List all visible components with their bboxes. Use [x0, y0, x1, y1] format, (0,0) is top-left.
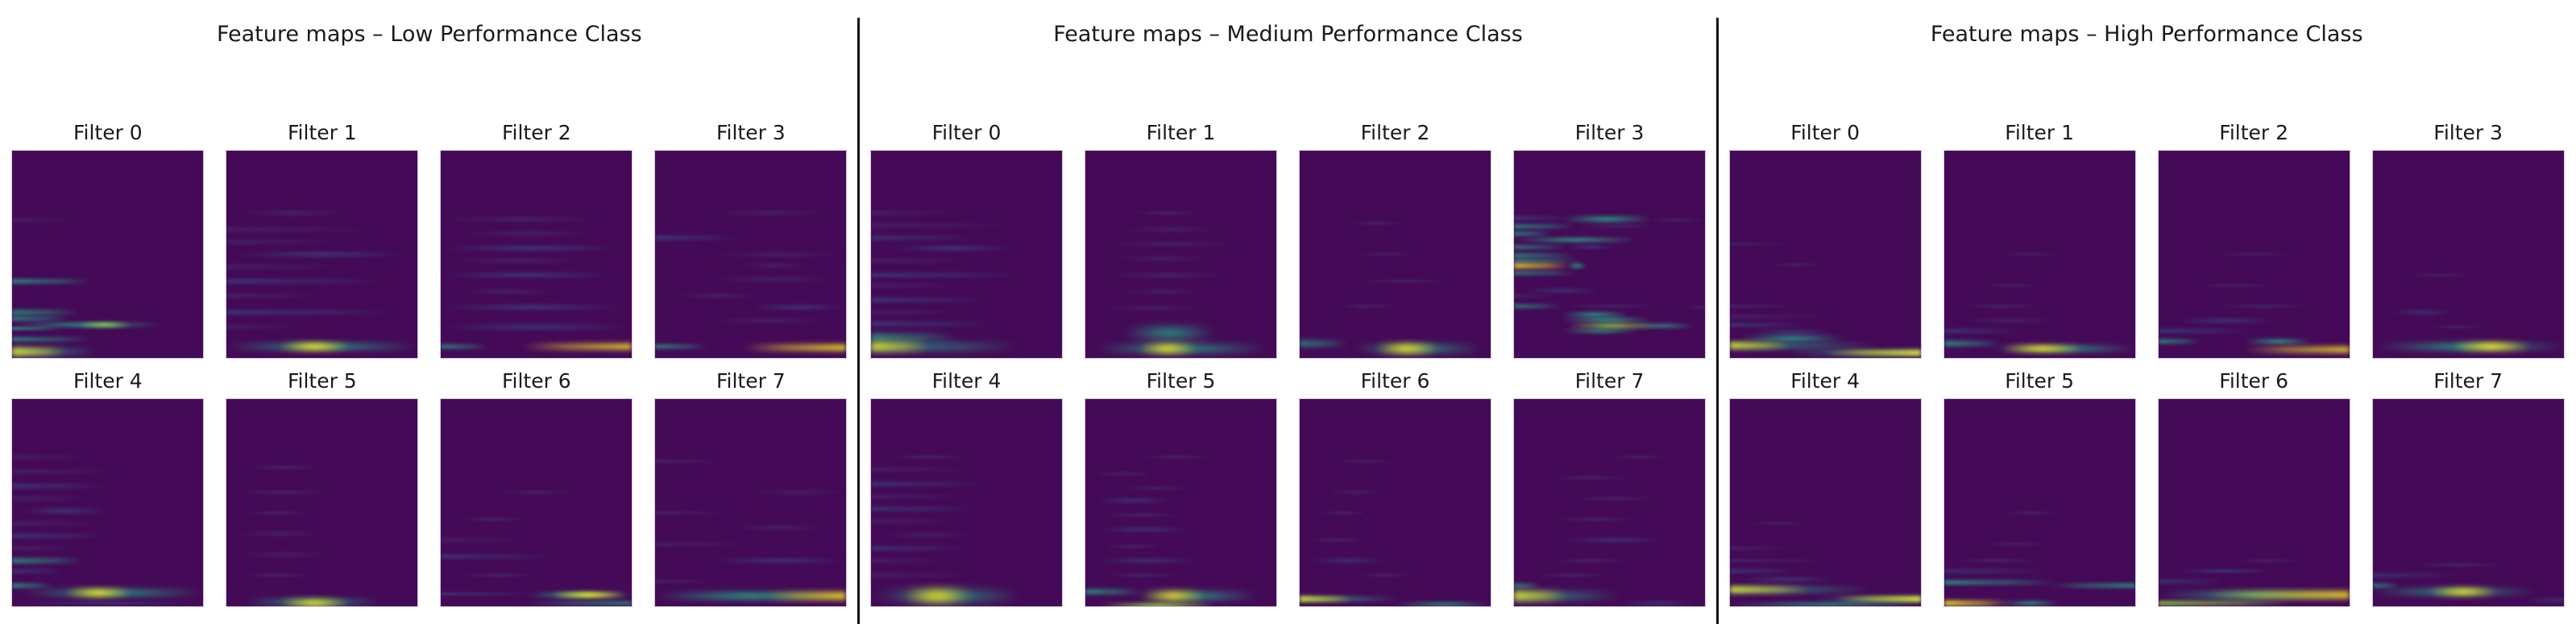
feature-map-canvas: [654, 398, 848, 607]
filter-label: Filter 2: [2219, 121, 2289, 144]
feature-map-cell: Filter 2: [440, 121, 633, 359]
feature-map-canvas: [2157, 398, 2350, 607]
feature-map-cell: Filter 2: [1299, 121, 1491, 359]
feature-map-cell: Filter 3: [654, 121, 848, 359]
filter-label: Filter 4: [931, 369, 1002, 393]
feature-map-cell: Filter 0: [11, 121, 205, 359]
filter-label: Filter 5: [287, 369, 357, 393]
feature-map-cell: Filter 4: [11, 369, 205, 607]
panel-title-low: Feature maps – Low Performance Class: [216, 22, 642, 47]
filter-grid: Filter 0 Filter 1 Filter 2 Filter 3 Filter 4…: [0, 121, 859, 607]
panel-title-medium: Feature maps – Medium Performance Class: [1053, 22, 1523, 47]
feature-map-canvas: [1513, 398, 1706, 607]
filter-label: Filter 5: [2005, 369, 2075, 393]
filter-label: Filter 2: [501, 121, 571, 144]
feature-map-canvas: [2371, 150, 2565, 359]
filter-label: Filter 3: [2433, 121, 2503, 144]
filter-label: Filter 6: [501, 369, 571, 393]
filter-label: Filter 4: [1790, 369, 1860, 393]
feature-map-cell: Filter 7: [654, 369, 848, 607]
feature-map-cell: Filter 6: [2157, 369, 2350, 607]
feature-map-canvas: [1085, 398, 1277, 607]
feature-map-canvas: [11, 150, 205, 359]
feature-map-canvas: [1299, 150, 1491, 359]
feature-map-cell: Filter 1: [226, 121, 419, 359]
feature-map-cell: Filter 7: [2371, 369, 2565, 607]
panel-separator: [857, 18, 860, 624]
filter-label: Filter 2: [1360, 121, 1430, 144]
feature-map-cell: Filter 5: [226, 369, 419, 607]
feature-map-cell: Filter 0: [870, 121, 1063, 359]
feature-map-canvas: [440, 150, 633, 359]
feature-map-canvas: [226, 398, 419, 607]
panel-title-high: Feature maps – High Performance Class: [1930, 22, 2363, 47]
filter-label: Filter 4: [73, 369, 143, 393]
panel-medium-performance: Feature maps – Medium Performance Class …: [859, 0, 1718, 624]
panel-high-performance: Feature maps – High Performance Class Fi…: [1717, 0, 2576, 624]
filter-label: Filter 5: [1146, 369, 1216, 393]
filter-label: Filter 0: [1790, 121, 1860, 144]
feature-map-canvas: [440, 398, 633, 607]
feature-map-canvas: [654, 150, 848, 359]
feature-map-canvas: [1728, 398, 1922, 607]
feature-map-canvas: [870, 398, 1063, 607]
feature-map-cell: Filter 0: [1728, 121, 1922, 359]
feature-map-cell: Filter 3: [2371, 121, 2565, 359]
feature-map-cell: Filter 3: [1513, 121, 1706, 359]
feature-map-cell: Filter 7: [1513, 369, 1706, 607]
filter-label: Filter 0: [73, 121, 143, 144]
filter-grid: Filter 0 Filter 1 Filter 2 Filter 3 Filter 4…: [1717, 121, 2576, 607]
feature-map-canvas: [1943, 398, 2136, 607]
feature-map-canvas: [1085, 150, 1277, 359]
filter-label: Filter 3: [1574, 121, 1645, 144]
feature-map-cell: Filter 4: [1728, 369, 1922, 607]
feature-map-cell: Filter 4: [870, 369, 1063, 607]
feature-map-cell: Filter 2: [2157, 121, 2350, 359]
feature-map-canvas: [1728, 150, 1922, 359]
feature-map-cell: Filter 5: [1943, 369, 2136, 607]
feature-map-canvas: [1513, 150, 1706, 359]
filter-label: Filter 7: [716, 369, 786, 393]
feature-map-cell: Filter 1: [1943, 121, 2136, 359]
panel-separator: [1716, 18, 1719, 624]
feature-map-cell: Filter 1: [1085, 121, 1277, 359]
feature-map-canvas: [2157, 150, 2350, 359]
feature-map-canvas: [1299, 398, 1491, 607]
filter-label: Filter 6: [1360, 369, 1430, 393]
filter-label: Filter 7: [2433, 369, 2503, 393]
feature-map-canvas: [870, 150, 1063, 359]
filter-label: Filter 1: [1146, 121, 1216, 144]
feature-map-canvas: [1943, 150, 2136, 359]
filter-grid: Filter 0 Filter 1 Filter 2 Filter 3 Filter 4…: [859, 121, 1718, 607]
feature-map-canvas: [2371, 398, 2565, 607]
filter-label: Filter 3: [716, 121, 786, 144]
feature-map-canvas: [11, 398, 205, 607]
filter-label: Filter 1: [287, 121, 357, 144]
feature-map-cell: Filter 6: [1299, 369, 1491, 607]
filter-label: Filter 0: [931, 121, 1002, 144]
panel-low-performance: Feature maps – Low Performance Class Fil…: [0, 0, 859, 624]
filter-label: Filter 6: [2219, 369, 2289, 393]
filter-label: Filter 7: [1574, 369, 1645, 393]
filter-label: Filter 1: [2005, 121, 2075, 144]
feature-map-cell: Filter 6: [440, 369, 633, 607]
feature-map-canvas: [226, 150, 419, 359]
feature-map-cell: Filter 5: [1085, 369, 1277, 607]
